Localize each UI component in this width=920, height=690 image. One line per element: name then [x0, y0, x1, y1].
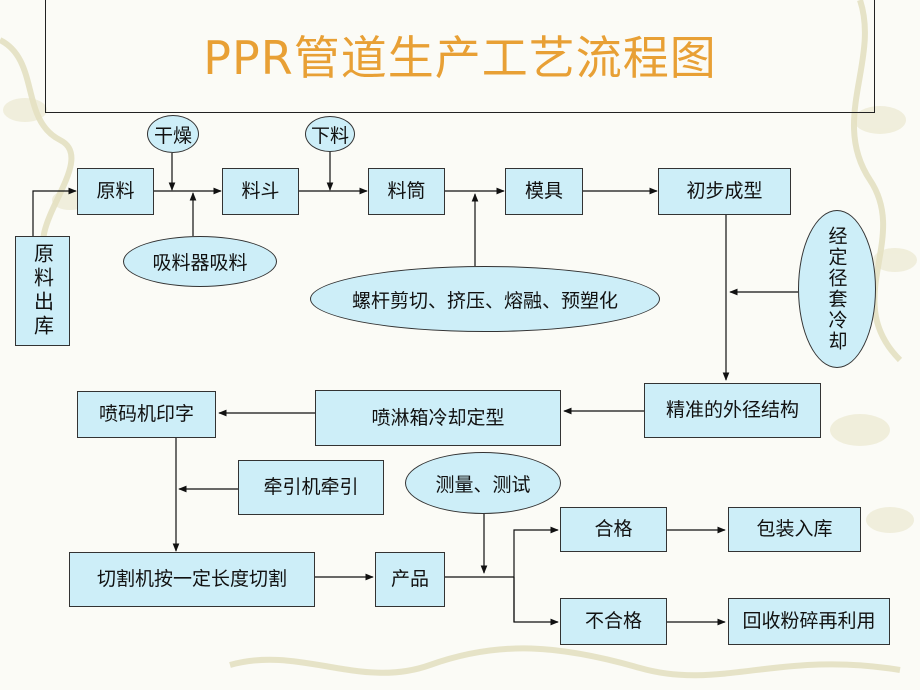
node-raw-out: 原料出库 — [15, 236, 70, 346]
node-barrel: 料筒 — [368, 168, 445, 215]
node-spray: 喷淋箱冷却定型 — [315, 390, 561, 446]
node-hopper: 料斗 — [222, 168, 299, 215]
node-dry: 干燥 — [147, 115, 199, 153]
node-feed: 下料 — [305, 116, 355, 152]
node-sizing-cool: 经定径套冷却 — [798, 210, 876, 368]
node-raw: 原料 — [77, 168, 154, 215]
node-screw: 螺杆剪切、挤压、熔融、预塑化 — [310, 266, 660, 332]
node-preform: 初步成型 — [658, 168, 791, 215]
node-printer: 喷码机印字 — [77, 391, 216, 438]
node-mold: 模具 — [505, 168, 583, 215]
arrow-branch-fail — [513, 577, 559, 626]
page-title: PPR管道生产工艺流程图 — [203, 31, 717, 85]
node-pass: 合格 — [560, 507, 667, 552]
node-cutter: 切割机按一定长度切割 — [69, 552, 315, 607]
node-recycle: 回收粉碎再利用 — [728, 598, 890, 645]
node-product: 产品 — [375, 552, 445, 607]
node-pack: 包装入库 — [728, 507, 861, 552]
arrow-rawout-raw — [32, 187, 77, 236]
node-suction: 吸料器吸料 — [123, 236, 277, 287]
title-frame: PPR管道生产工艺流程图 — [45, 0, 875, 113]
node-tractor: 牵引机牵引 — [238, 460, 384, 515]
node-precise: 精准的外径结构 — [644, 383, 821, 438]
arrow-branch-pass — [513, 526, 559, 622]
node-measure: 测量、测试 — [405, 452, 561, 514]
node-fail: 不合格 — [560, 598, 667, 645]
